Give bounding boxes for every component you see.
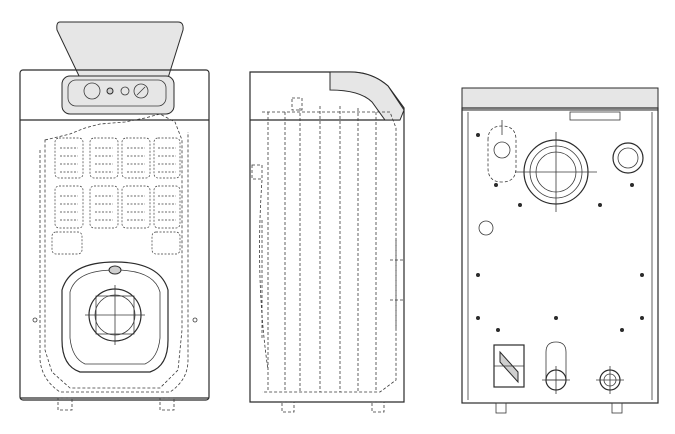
rear-electrical-box [493, 344, 525, 388]
sight-glass [108, 265, 122, 275]
rear-drain-port [596, 366, 624, 394]
front-foot-right [159, 397, 175, 411]
side-casing [249, 71, 405, 403]
heat-exchanger-fins [51, 137, 181, 255]
side-view [249, 71, 405, 413]
thermostat-knob-icon [133, 83, 149, 99]
rear-foot-left [495, 402, 507, 414]
rear-top-cap [461, 87, 659, 111]
side-heat-exchanger [251, 106, 397, 393]
control-panel-inner [67, 79, 167, 107]
display-dial-icon [83, 82, 101, 100]
rear-view [461, 87, 659, 414]
rear-small-port [478, 220, 494, 236]
side-top-cover [329, 71, 405, 121]
reset-button-icon [120, 86, 130, 96]
rear-body [461, 107, 659, 404]
indicator-light [106, 87, 114, 95]
control-panel [61, 75, 175, 115]
front-foot-left [57, 397, 73, 411]
rear-left-cap [487, 125, 517, 183]
side-foot-right [371, 401, 385, 413]
combustion-chamber [61, 261, 169, 373]
flue-outlet [515, 132, 597, 212]
front-body [19, 69, 210, 401]
side-top-fitting [291, 97, 303, 111]
rear-right-port [612, 142, 644, 174]
heat-exchanger-outline [44, 113, 183, 389]
front-view [19, 21, 210, 411]
rear-foot-right [611, 402, 623, 414]
side-foot-left [281, 401, 295, 413]
rear-return-port [542, 341, 570, 394]
